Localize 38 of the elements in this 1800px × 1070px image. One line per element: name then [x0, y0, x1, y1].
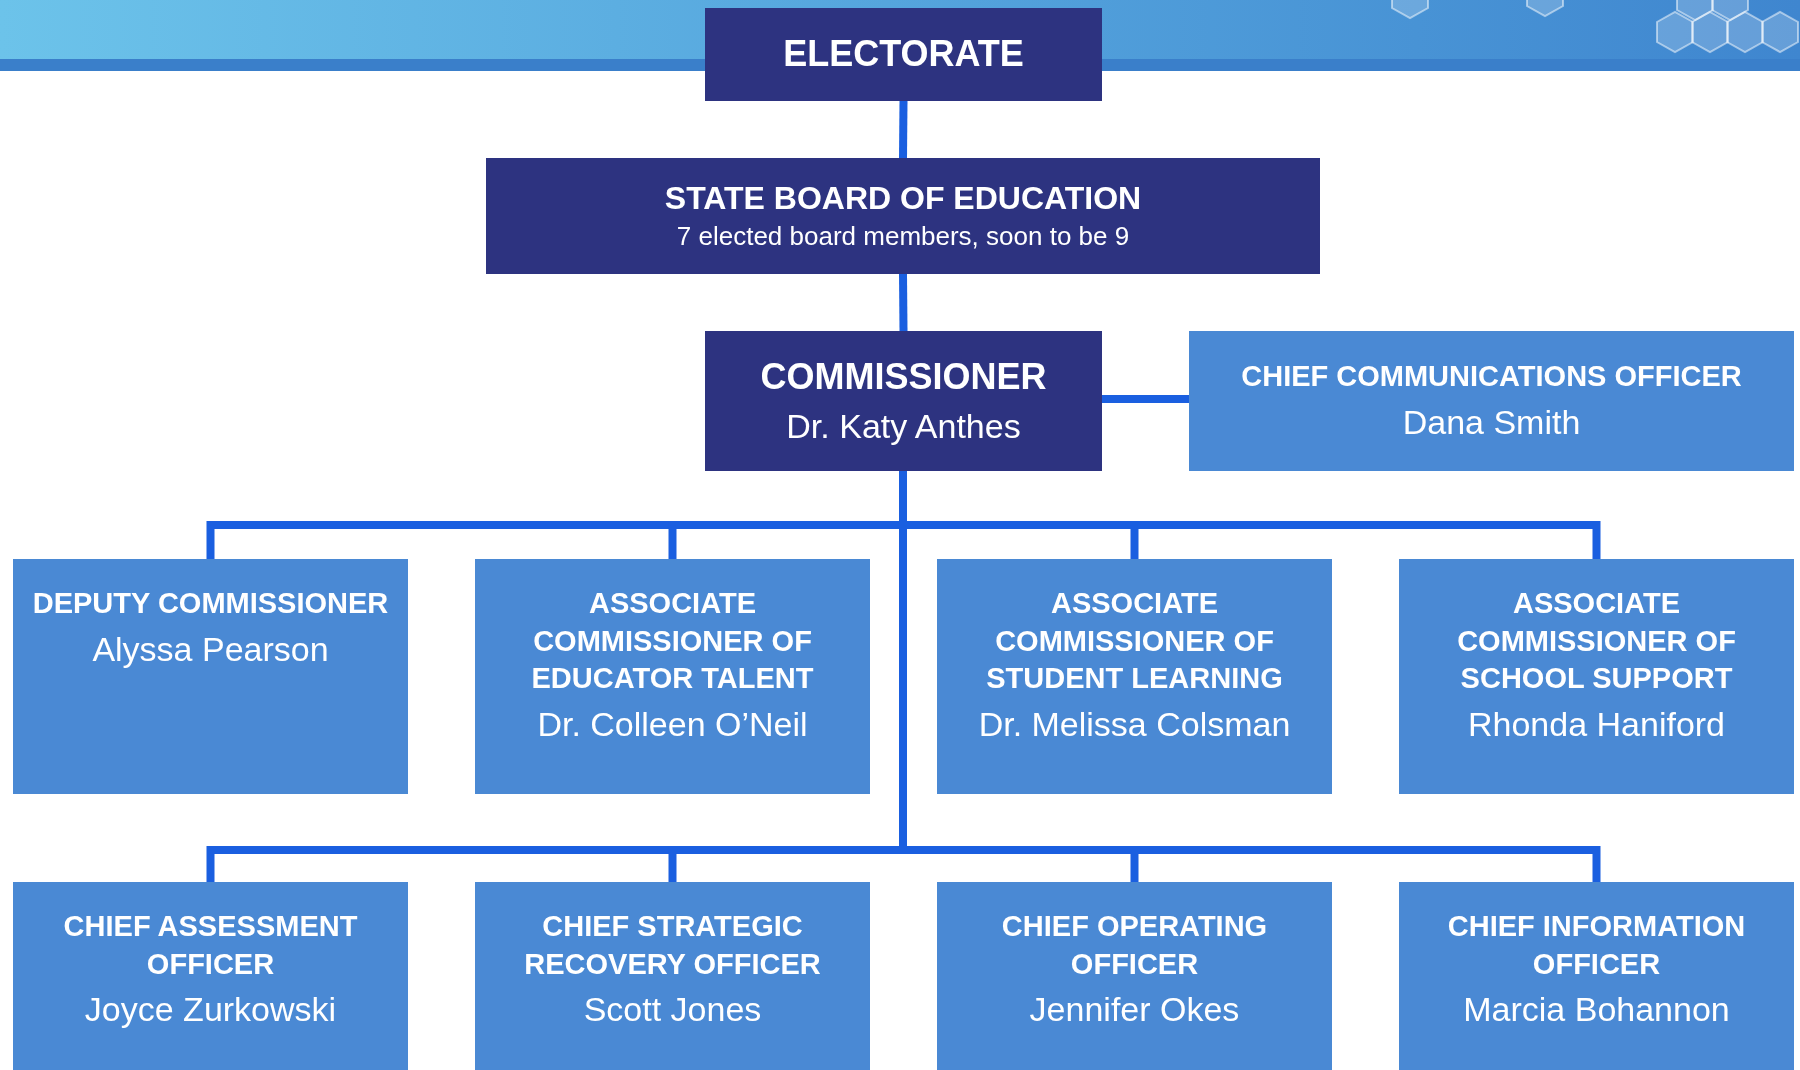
org-box	[705, 331, 1102, 471]
board-description: 7 elected board members, soon to be 9	[676, 219, 1130, 253]
role-title: ASSOCIATE COMMISSIONER OF STUDENT LEARNING	[985, 586, 1284, 697]
org-box	[705, 8, 1102, 101]
role-title: CHIEF INFORMATION OFFICER	[1446, 909, 1747, 982]
person-name: Alyssa Pearson	[92, 628, 329, 670]
org-box	[937, 559, 1332, 794]
org-box	[13, 559, 408, 794]
connector-line	[899, 273, 908, 332]
org-box	[937, 882, 1332, 1070]
role-title: DEPUTY COMMISSIONER	[32, 586, 389, 621]
org-box	[475, 882, 870, 1070]
person-name: Dr. Katy Anthes	[786, 406, 1021, 448]
org-box	[1189, 331, 1794, 471]
person-name: Scott Jones	[583, 989, 762, 1031]
org-box	[475, 559, 870, 794]
org-box	[13, 882, 408, 1070]
role-title: ELECTORATE	[783, 32, 1024, 77]
org-box	[1399, 882, 1794, 1070]
role-title: STATE BOARD OF EDUCATION	[664, 179, 1142, 219]
connector-line	[1102, 395, 1189, 403]
person-name: Dana Smith	[1402, 401, 1581, 443]
person-name: Joyce Zurkowski	[84, 989, 337, 1031]
role-title: CHIEF ASSESSMENT OFFICER	[62, 909, 359, 982]
role-title: ASSOCIATE COMMISSIONER OF SCHOOL SUPPORT	[1456, 586, 1737, 697]
person-name: Dr. Melissa Colsman	[978, 704, 1291, 746]
person-name: Dr. Colleen O’Neil	[537, 704, 808, 746]
org-box	[486, 158, 1320, 274]
org-box	[1399, 559, 1794, 794]
connector-line	[899, 100, 908, 159]
role-title: COMMISSIONER	[760, 354, 1047, 399]
role-title: ASSOCIATE COMMISSIONER OF EDUCATOR TALENT	[530, 586, 815, 697]
person-name: Rhonda Haniford	[1467, 704, 1726, 746]
role-title: CHIEF OPERATING OFFICER	[1000, 909, 1269, 982]
role-title: CHIEF STRATEGIC RECOVERY OFFICER	[523, 909, 822, 982]
role-title: CHIEF COMMUNICATIONS OFFICER	[1241, 359, 1742, 395]
person-name: Jennifer Okes	[1029, 989, 1240, 1031]
person-name: Marcia Bohannon	[1463, 989, 1730, 1031]
